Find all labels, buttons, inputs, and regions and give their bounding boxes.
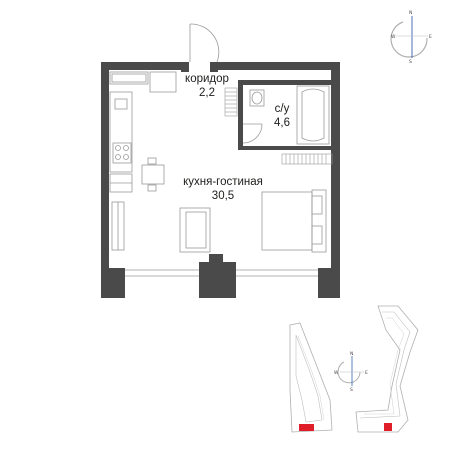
- outer-walls: [101, 62, 340, 298]
- bathroom-walls: [238, 80, 333, 150]
- armchair: [179, 207, 211, 253]
- floor-area: [108, 66, 332, 268]
- site-highlight-left: [299, 424, 314, 431]
- living-area: 30,5: [212, 190, 234, 202]
- corridor-name: коридор: [185, 73, 229, 85]
- floor-plan: коридор 2,2 с/у 4,6 кухня-гостиная 30,5: [101, 23, 340, 298]
- compass-mini-west: W: [334, 370, 339, 376]
- compass-mini-south: S: [350, 387, 353, 393]
- corridor-area: 2,2: [199, 87, 215, 99]
- compass-main: N E S W: [390, 10, 432, 65]
- compass-main-west: W: [391, 34, 396, 40]
- wardrobe-hatch: [224, 87, 238, 117]
- bathroom-door: [242, 123, 263, 144]
- compass-main-east: E: [429, 34, 432, 40]
- compass-main-north: N: [409, 10, 412, 16]
- site-plan: N E S W: [289, 305, 419, 433]
- compass-mini-east: E: [365, 370, 368, 376]
- entrance-door: [189, 23, 220, 63]
- bed: [261, 189, 327, 253]
- site-highlight-right: [384, 423, 392, 431]
- living-name: кухня-гостиная: [183, 176, 263, 188]
- bathroom-area: 4,6: [274, 117, 290, 129]
- kitchen-counter: [109, 71, 177, 193]
- compass-mini-north: N: [350, 351, 353, 357]
- bathroom-name: с/у: [275, 103, 290, 115]
- storage-hatch: [281, 153, 333, 165]
- compass-main-south: S: [409, 59, 412, 65]
- windows: [125, 269, 318, 277]
- compass-mini: N E S W: [334, 351, 368, 393]
- wardrobe: [111, 201, 125, 251]
- bathroom-fixtures: [249, 85, 330, 145]
- dining-table: [141, 157, 165, 192]
